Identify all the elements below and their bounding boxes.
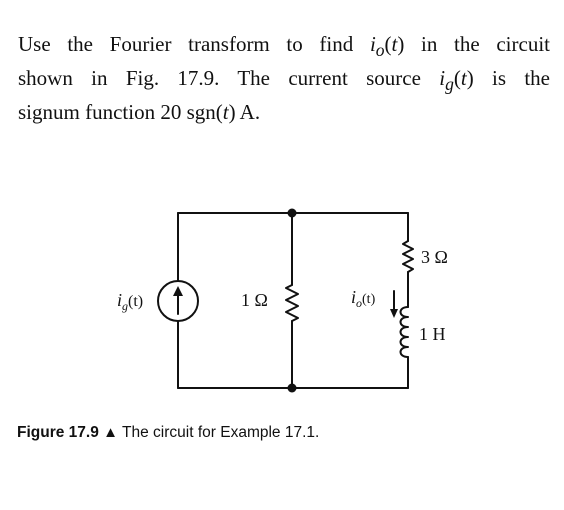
triangle-icon: ▲	[103, 424, 119, 441]
problem-text: shown in Fig. 17.9. The current source	[18, 66, 440, 91]
resistor-1-label: 1 Ω	[241, 290, 268, 310]
inductor-coil	[399, 306, 409, 358]
problem-text: signum function 20 sgn(	[18, 100, 223, 125]
current-arrowhead	[390, 309, 398, 318]
variable-t: t	[222, 100, 229, 125]
problem-text: (	[384, 32, 392, 56]
problem-text: ) in the circuit	[397, 32, 550, 56]
source-label: ig(t)	[117, 290, 143, 313]
current-label-var: i	[351, 287, 356, 307]
problem-line-3: signum function 20 sgn(t) A.	[18, 98, 550, 126]
problem-statement: Use the Fourier transform to find io(t) …	[18, 30, 550, 126]
subscript-o: o	[375, 40, 385, 61]
current-label: io(t)	[351, 287, 376, 310]
bottom-node	[287, 383, 297, 393]
variable-t: t	[391, 32, 398, 56]
current-label-paren: (t)	[362, 292, 376, 307]
resistor-3-zigzag	[402, 240, 414, 273]
variable-i: i	[369, 32, 376, 56]
problem-text: (	[453, 66, 461, 91]
problem-line-1: Use the Fourier transform to find io(t) …	[18, 30, 550, 64]
current-source-circle	[157, 280, 199, 322]
variable-i: i	[439, 66, 446, 91]
subscript-g: g	[445, 74, 454, 95]
figure-caption: Figure 17.9 ▲ The circuit for Example 17…	[17, 424, 319, 442]
source-label-var: i	[117, 290, 122, 310]
current-source-arrowhead	[173, 286, 183, 296]
source-label-paren: (t)	[128, 293, 143, 310]
inductor-label: 1 H	[419, 324, 446, 344]
top-node	[287, 208, 297, 218]
variable-t: t	[460, 66, 467, 91]
problem-text: ) is the	[466, 66, 550, 91]
current-label-sub: o	[356, 296, 362, 310]
problem-text: ) A.	[228, 100, 261, 125]
resistor-1-zigzag	[285, 284, 299, 322]
caption-text: The circuit for Example 17.1.	[122, 424, 320, 441]
resistor-3-label: 3 Ω	[421, 247, 448, 267]
problem-text: Use the Fourier transform to find	[18, 32, 370, 56]
source-label-sub: g	[122, 299, 128, 313]
problem-line-2: shown in Fig. 17.9. The current source i…	[18, 64, 550, 98]
figure-number: Figure 17.9	[17, 424, 99, 441]
